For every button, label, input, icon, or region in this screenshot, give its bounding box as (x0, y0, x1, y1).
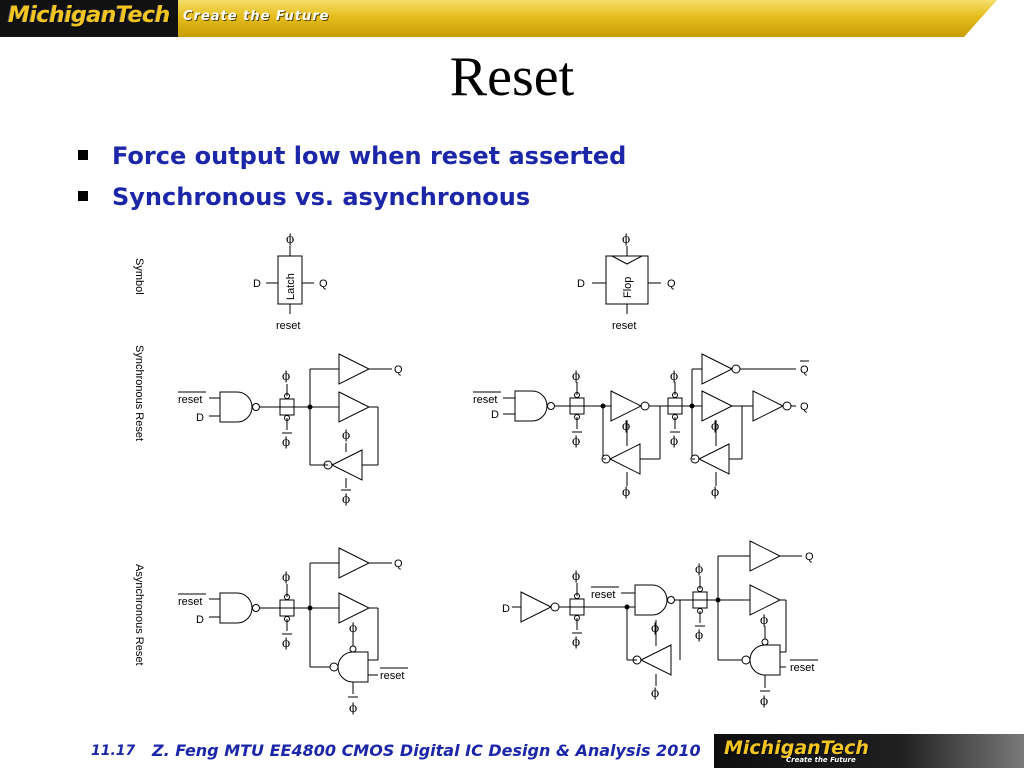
phi-label: ϕ (711, 419, 719, 433)
phi-label: ϕ (711, 485, 719, 499)
q-label: Q (394, 558, 403, 570)
latch-symbol: ϕ Latch D Q reset (253, 232, 328, 332)
phi-label: ϕ (572, 569, 580, 583)
phi-label: ϕ (342, 428, 350, 442)
phi-label: ϕ (622, 232, 630, 246)
reset-label: reset (473, 394, 497, 406)
row-label-synchronous: Synchronous Reset (133, 345, 145, 441)
bullet-marker (78, 191, 88, 201)
reset-label: reset (612, 320, 636, 332)
async-reset-flop: D ϕ ϕ reset ϕ ϕ ϕ ϕ Q (502, 540, 818, 708)
footer-logo: MichiganTech Create the Future (714, 734, 1024, 768)
q-label: Q (805, 551, 814, 563)
flop-symbol: ϕ Flop D Q reset (577, 232, 676, 332)
q-label: Q (667, 278, 676, 290)
q-label: Q (319, 278, 328, 290)
phi-label: ϕ (349, 621, 357, 635)
sync-reset-flop: reset D ϕ ϕ ϕ ϕ ϕ ϕ Q (473, 353, 809, 499)
phi-label: ϕ (760, 694, 768, 708)
d-label: D (196, 412, 204, 424)
phi-label: ϕ (695, 562, 703, 576)
phi-label: ϕ (622, 419, 630, 433)
phi-label: ϕ (572, 369, 580, 383)
d-label: D (491, 409, 499, 421)
reset-label: reset (178, 596, 202, 608)
q-label: Q (800, 401, 809, 413)
slide-number: 11.17 (91, 743, 136, 759)
bullet-marker (78, 150, 88, 160)
phi-label: ϕ (282, 435, 290, 449)
header-logo: MichiganTech (8, 3, 170, 28)
d-label: D (577, 278, 585, 290)
phi-label: ϕ (572, 434, 580, 448)
phi-label: ϕ (622, 485, 630, 499)
phi-label: ϕ (342, 492, 350, 506)
phi-label: ϕ (286, 232, 294, 246)
footer-text: Z. Feng MTU EE4800 CMOS Digital IC Desig… (152, 741, 701, 760)
slide-title: Reset (449, 46, 575, 108)
phi-label: ϕ (760, 613, 768, 627)
phi-label: ϕ (349, 701, 357, 715)
footer-brand: MichiganTech (724, 737, 869, 759)
reset-label: reset (790, 662, 814, 674)
phi-label: ϕ (282, 636, 290, 650)
latch-label: Latch (285, 273, 297, 300)
q-label: Q (394, 364, 403, 376)
reset-circuit-diagram: Symbol Synchronous Reset Asynchronous Re… (133, 232, 818, 715)
row-label-asynchronous: Asynchronous Reset (133, 564, 145, 666)
phi-label: ϕ (651, 686, 659, 700)
sync-reset-latch: reset D ϕ ϕ Q ϕ ϕ (178, 353, 403, 506)
header-banner: MichiganTech Create the Future (0, 0, 1024, 37)
phi-label: ϕ (572, 635, 580, 649)
bullet-item: Force output low when reset asserted (78, 142, 626, 170)
row-label-symbol: Symbol (133, 258, 145, 295)
flop-label: Flop (622, 277, 634, 298)
header-tagline: Create the Future (183, 9, 330, 24)
phi-label: ϕ (651, 621, 659, 635)
bullet-text: Force output low when reset asserted (112, 142, 627, 170)
bullet-item: Synchronous vs. asynchronous (78, 183, 530, 211)
q-bar-label: Q (800, 364, 809, 376)
d-label: D (196, 614, 204, 626)
phi-label: ϕ (282, 570, 290, 584)
reset-label: reset (591, 589, 615, 601)
phi-label: ϕ (282, 369, 290, 383)
d-label: D (502, 603, 510, 615)
reset-label: reset (276, 320, 300, 332)
bullet-text: Synchronous vs. asynchronous (112, 183, 531, 211)
phi-label: ϕ (695, 628, 703, 642)
reset-label: reset (178, 394, 202, 406)
footer-tagline: Create the Future (786, 756, 856, 764)
header-logo-background (0, 0, 178, 37)
reset-label: reset (380, 670, 404, 682)
d-label: D (253, 278, 261, 290)
async-reset-latch: reset D ϕ ϕ Q reset ϕ ϕ (178, 547, 408, 715)
phi-label: ϕ (670, 434, 678, 448)
phi-label: ϕ (670, 369, 678, 383)
